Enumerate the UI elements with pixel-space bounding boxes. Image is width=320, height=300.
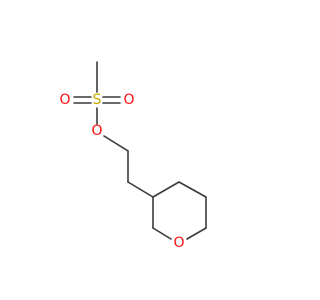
bond-o-ch2 xyxy=(103,135,129,152)
molecule-diagram: S O O O O xyxy=(59,61,207,251)
bond-ring-o-c2 xyxy=(152,227,172,240)
bond-ring-c6-o xyxy=(186,227,207,240)
atom-sulfur-label: S xyxy=(93,92,102,108)
structure-canvas: S O O O O xyxy=(59,61,207,251)
atom-oxygen-ester: O xyxy=(91,123,102,139)
bond-ring-c4-c5 xyxy=(178,181,207,198)
atom-oxygen-ring: O xyxy=(173,235,184,251)
atom-oxygen-right: O xyxy=(123,92,134,108)
atom-oxygen-right-label: O xyxy=(123,92,134,108)
atom-oxygen-ester-label: O xyxy=(91,123,102,139)
atom-sulfur: S xyxy=(93,92,102,108)
atom-oxygen-left-label: O xyxy=(59,92,70,108)
atom-oxygen-left: O xyxy=(59,92,70,108)
bond-ch2-ring xyxy=(127,181,154,198)
bond-ring-c3-c4 xyxy=(152,181,180,198)
atom-oxygen-ring-label: O xyxy=(173,235,184,251)
